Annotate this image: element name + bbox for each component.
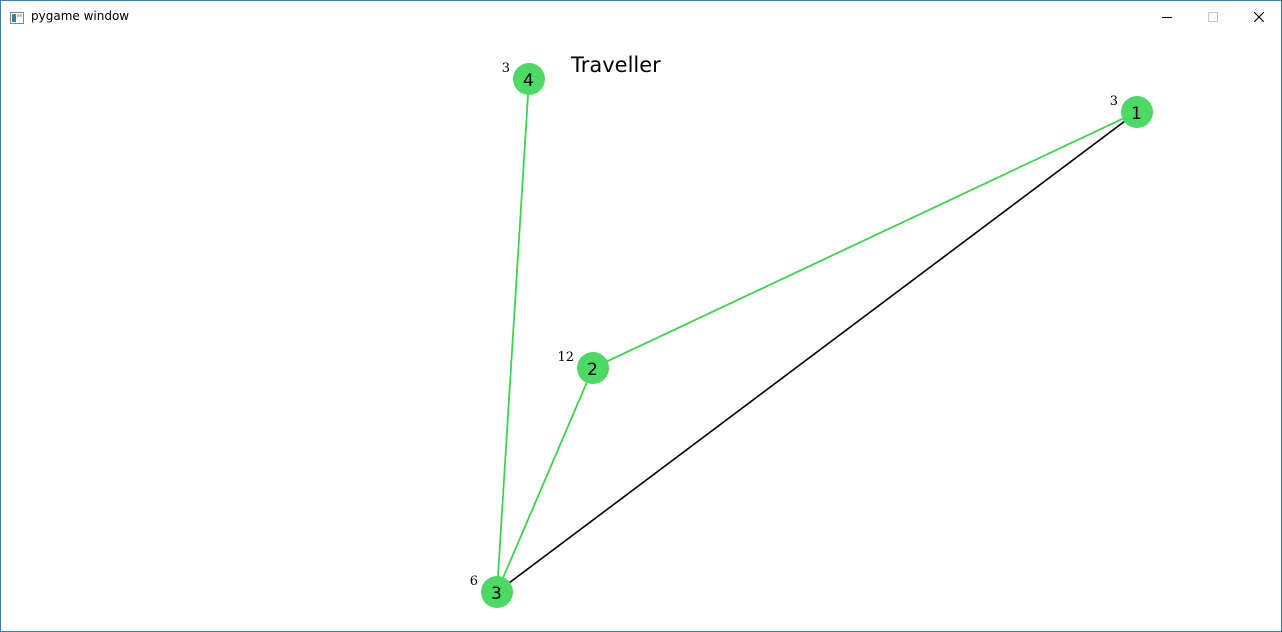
edge-2-1	[592, 111, 1138, 369]
maximize-icon	[1208, 7, 1218, 26]
window-title: pygame window	[31, 9, 130, 23]
node-label: 3	[491, 584, 502, 604]
node-circle	[513, 63, 545, 95]
edge-4-3	[496, 78, 530, 593]
node-3[interactable]: 36	[470, 574, 513, 608]
node-value: 3	[1110, 94, 1118, 109]
maximize-button[interactable]	[1190, 1, 1236, 31]
close-button[interactable]	[1236, 1, 1282, 31]
node-2[interactable]: 2 12	[557, 350, 609, 384]
node-label: 2	[587, 360, 598, 380]
node-4[interactable]: 43	[502, 61, 545, 95]
node-label: 4	[523, 71, 534, 91]
node-circle	[481, 576, 513, 608]
node-value: 6	[470, 574, 478, 589]
edge-3-1	[496, 111, 1138, 593]
pygame-app-icon	[10, 9, 24, 24]
node-1[interactable]: 13	[1110, 94, 1153, 128]
node-label: 1	[1131, 104, 1142, 124]
game-title: Traveller	[570, 53, 661, 77]
minimize-icon	[1162, 7, 1172, 26]
edge-2-3	[496, 367, 594, 593]
close-icon	[1253, 7, 1265, 26]
edges-layer	[496, 78, 1138, 593]
node-value: 3	[502, 61, 510, 76]
node-circle	[577, 352, 609, 384]
node-value: 12	[557, 350, 574, 365]
node-circle	[1121, 96, 1153, 128]
title-bar[interactable]: pygame window	[1, 1, 1281, 31]
minimize-button[interactable]	[1144, 1, 1190, 31]
